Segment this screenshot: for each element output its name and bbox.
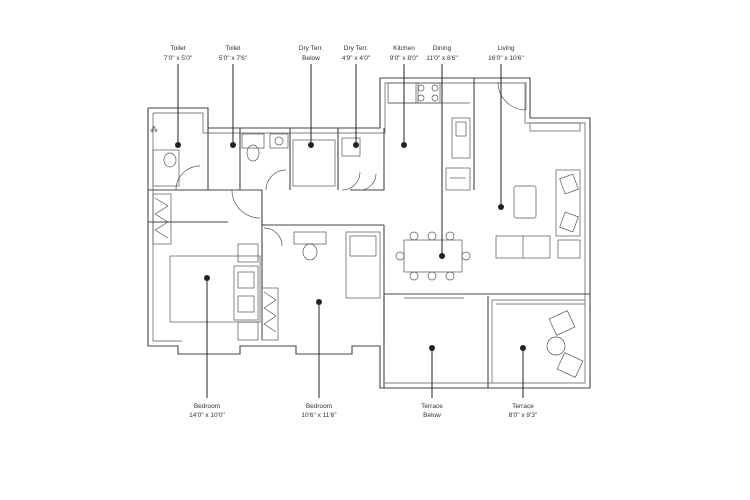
room-size: 14'0" x 10'0" <box>189 412 225 419</box>
room-name: Dry Terr. <box>344 45 369 52</box>
room-callout: Dry Terr. 4'9" x 4'0" <box>342 45 371 148</box>
room-size: 11'0" x 8'6" <box>426 55 458 62</box>
room-size: 7'0" x 5'0" <box>164 55 193 62</box>
room-name: Dry Terr. <box>299 45 324 52</box>
room-size: 5'0" x 7'6" <box>219 55 248 62</box>
room-callout: Toilet 5'0" x 7'6" <box>219 45 248 148</box>
room-size: Below <box>302 55 320 62</box>
room-callout: Dining 11'0" x 8'6" <box>426 45 458 259</box>
room-name: Bedroom <box>194 403 220 410</box>
room-size: 4'9" x 4'0" <box>342 55 371 62</box>
room-callout: Toilet 7'0" x 5'0" <box>164 45 193 148</box>
room-name: Bedroom <box>306 403 332 410</box>
room-size: Below <box>423 412 441 419</box>
room-callout: Bedroom 10'6" x 11'6" <box>301 299 337 419</box>
room-name: Terrace <box>421 403 443 410</box>
room-size: 16'0" x 10'6" <box>488 55 524 62</box>
room-callout: Living 16'0" x 10'6" <box>488 45 525 210</box>
furniture: ⁂ <box>150 82 584 378</box>
room-size: 9'0" x 8'0" <box>390 55 419 62</box>
interior-walls <box>148 78 590 388</box>
room-callout: Bedroom 14'0" x 10'0" <box>189 275 226 419</box>
room-name: Toilet <box>170 45 185 52</box>
room-name: Dining <box>433 45 452 52</box>
svg-text:⁂: ⁂ <box>150 125 158 134</box>
room-name: Living <box>498 45 515 52</box>
room-size: 8'0" x 9'3" <box>509 412 538 419</box>
room-name: Toilet <box>225 45 240 52</box>
room-name: Kitchen <box>393 45 415 52</box>
room-callout: Kitchen 9'0" x 8'0" <box>390 45 419 148</box>
room-callout: Terrace 8'0" x 9'3" <box>509 345 538 419</box>
room-size: 10'6" x 11'6" <box>301 412 337 419</box>
room-name: Terrace <box>512 403 534 410</box>
room-callout: Terrace Below <box>421 345 443 419</box>
outer-walls <box>147 77 591 389</box>
room-callout: Dry Terr. Below <box>299 45 324 148</box>
